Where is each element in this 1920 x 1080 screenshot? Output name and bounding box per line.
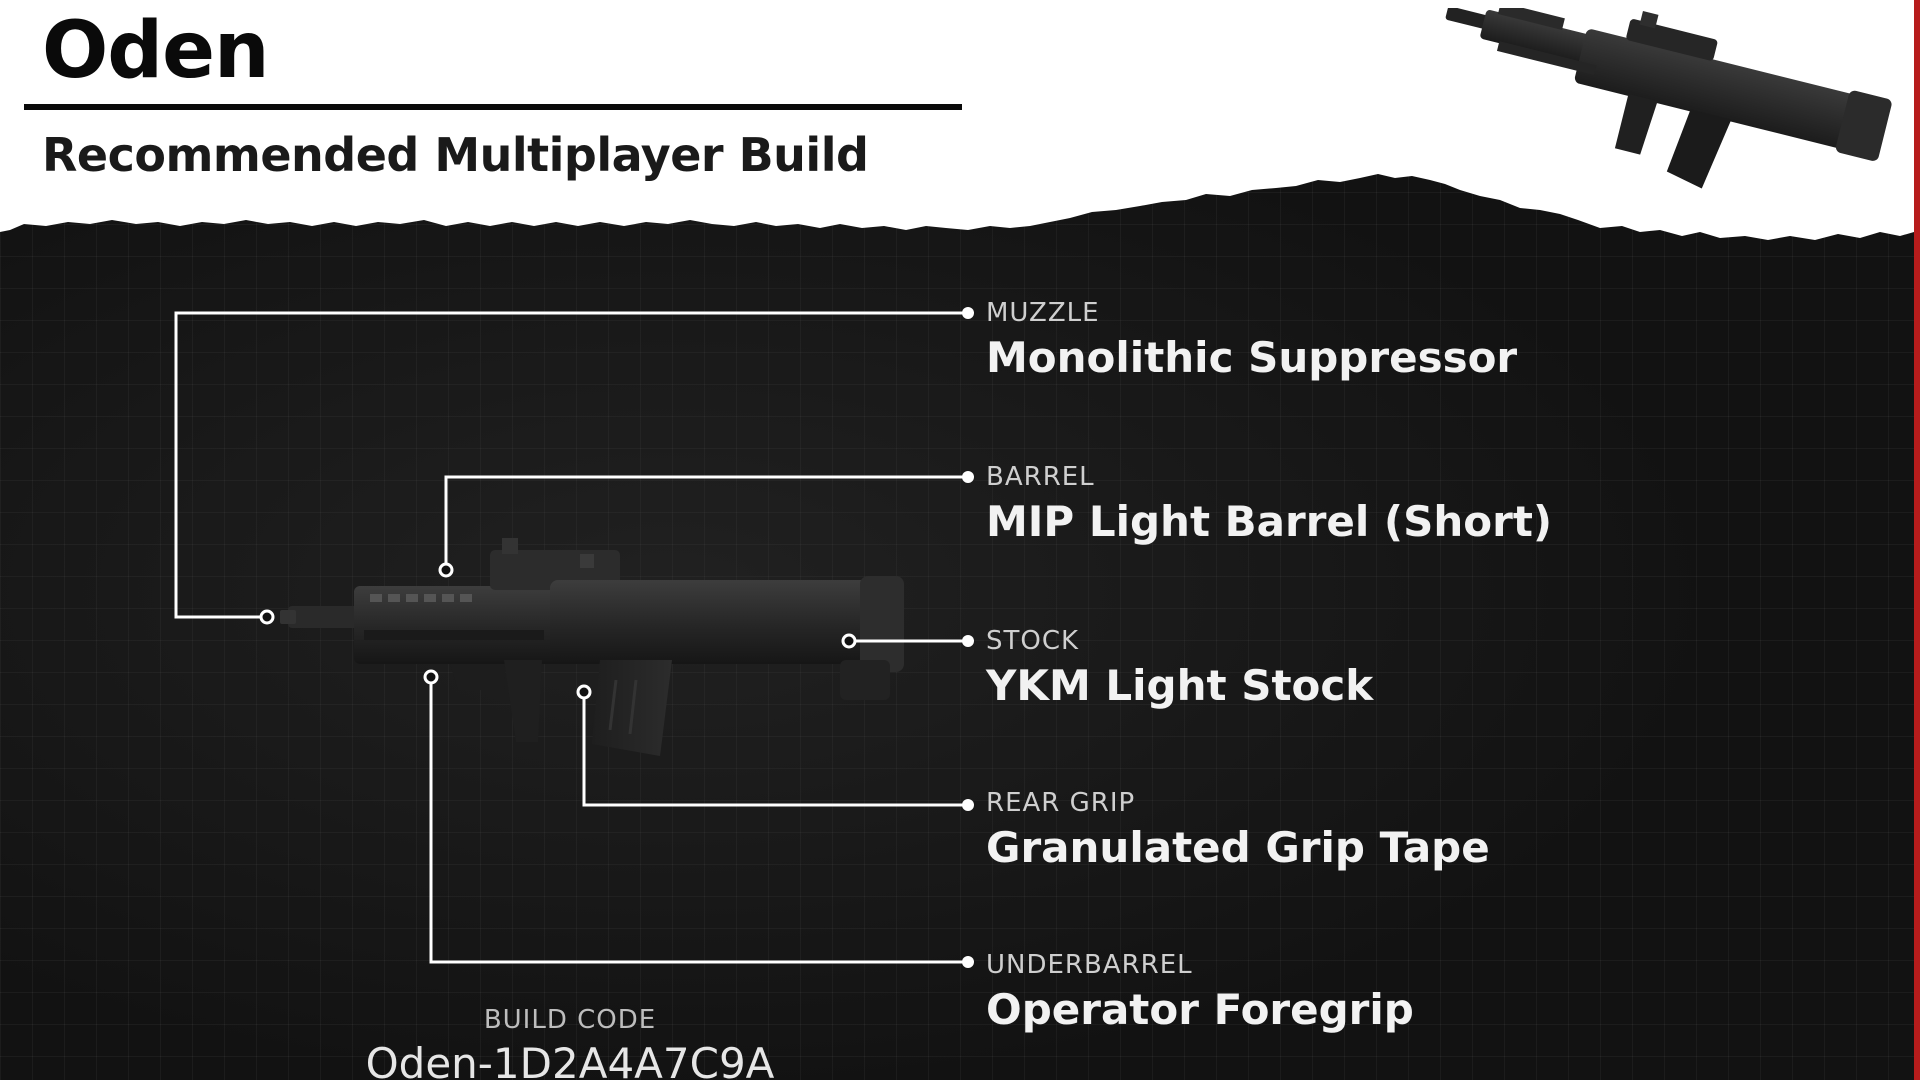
attachment-name: Monolithic Suppressor xyxy=(986,333,1518,382)
callout-dot-underbarrel xyxy=(962,956,974,968)
attachment-barrel: BARREL MIP Light Barrel (Short) xyxy=(986,462,1786,550)
attachment-slot-label: UNDERBARREL xyxy=(986,950,1193,980)
attachment-slot-label: STOCK xyxy=(986,626,1080,656)
callout-line-underbarrel xyxy=(429,678,966,964)
torn-paper-header xyxy=(0,0,1914,240)
attachment-rear-grip: REAR GRIP Granulated Grip Tape xyxy=(986,788,1786,876)
callout-node-stock xyxy=(841,633,857,649)
callout-dot-rear-grip xyxy=(962,799,974,811)
callout-dot-muzzle xyxy=(962,307,974,319)
callout-node-barrel xyxy=(438,562,454,578)
attachment-name: Operator Foregrip xyxy=(986,985,1414,1034)
page-title: Oden xyxy=(42,6,270,96)
attachment-name: Granulated Grip Tape xyxy=(986,823,1490,872)
accent-edge xyxy=(1914,0,1920,1080)
attachment-name: MIP Light Barrel (Short) xyxy=(986,497,1553,546)
header-rifle-icon xyxy=(1445,8,1892,189)
callout-dot-stock xyxy=(962,635,974,647)
build-code-value[interactable]: Oden-1D2A4A7C9A xyxy=(365,1039,775,1080)
callout-dot-barrel xyxy=(962,471,974,483)
build-code-label: BUILD CODE xyxy=(483,1005,657,1035)
title-divider xyxy=(24,104,962,110)
attachment-underbarrel: UNDERBARREL Operator Foregrip xyxy=(986,950,1786,1038)
callout-node-rear-grip xyxy=(576,684,592,700)
callout-node-muzzle xyxy=(259,609,275,625)
callout-line-rear-grip xyxy=(582,693,966,807)
attachment-name: YKM Light Stock xyxy=(986,661,1374,710)
callout-line-barrel xyxy=(444,475,966,568)
callout-node-underbarrel xyxy=(423,669,439,685)
attachment-slot-label: MUZZLE xyxy=(986,298,1100,328)
callout-line-muzzle xyxy=(174,311,966,619)
attachment-slot-label: BARREL xyxy=(986,462,1095,492)
attachment-slot-label: REAR GRIP xyxy=(986,788,1136,818)
attachment-muzzle: MUZZLE Monolithic Suppressor xyxy=(986,298,1786,386)
page-subtitle: Recommended Multiplayer Build xyxy=(42,128,869,182)
build-code-block: BUILD CODE Oden-1D2A4A7C9A xyxy=(300,1002,840,1080)
attachment-stock: STOCK YKM Light Stock xyxy=(986,626,1786,714)
main-rifle-icon xyxy=(280,538,904,756)
